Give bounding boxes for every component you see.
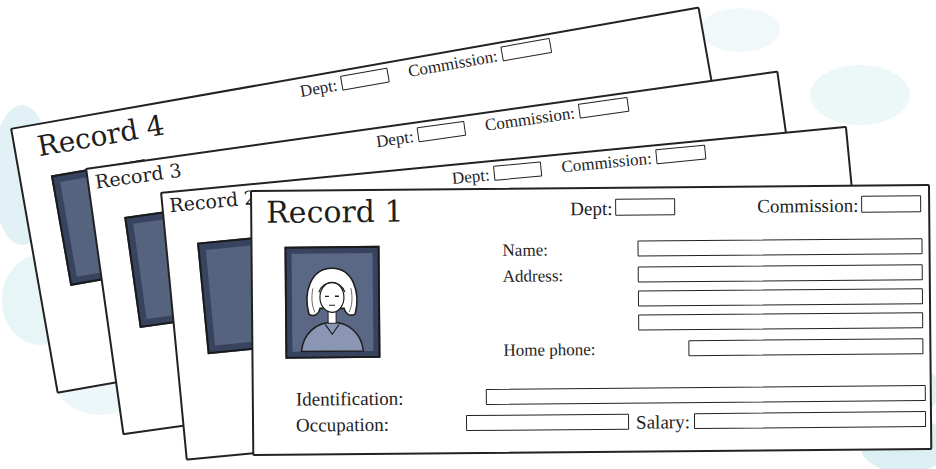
input-box <box>637 238 922 256</box>
input-box <box>638 288 923 306</box>
field-label: Occupation: <box>296 415 389 435</box>
input-box <box>493 161 542 181</box>
input-box <box>638 312 923 330</box>
field-label: Commission: <box>757 196 859 216</box>
field-label: Home phone: <box>503 341 595 359</box>
input-box <box>417 121 467 143</box>
field-label: Dept: <box>375 128 415 150</box>
input-box <box>615 198 675 216</box>
input-box <box>655 145 706 165</box>
portrait-illustration <box>287 248 379 357</box>
field-label: Dept: <box>299 77 339 100</box>
input-box <box>340 68 390 91</box>
record-title: Record 4 <box>35 111 166 161</box>
field-label: Commission: <box>561 150 653 176</box>
field-label: Dept: <box>570 199 612 218</box>
record-title: Record 1 <box>266 197 404 228</box>
input-box <box>694 411 926 429</box>
input-box <box>688 338 923 356</box>
field-label: Salary: <box>636 412 690 431</box>
record-title: Record 2 <box>168 188 256 215</box>
input-box <box>861 195 921 213</box>
input-box <box>638 264 923 282</box>
field-label: Dept: <box>451 166 490 187</box>
field-label: Name: <box>502 241 547 258</box>
input-box <box>486 385 926 405</box>
field-label: Commission: <box>407 47 499 79</box>
input-box <box>500 38 552 61</box>
field-label: Identification: <box>296 389 404 409</box>
photo-frame <box>284 246 380 359</box>
field-label: Address: <box>503 267 564 285</box>
record-title: Record 3 <box>94 161 183 192</box>
input-box <box>466 414 629 431</box>
input-box <box>578 97 630 119</box>
record-card: Record 1 Dept: Commission: Name: Address: Hom… <box>250 184 932 456</box>
